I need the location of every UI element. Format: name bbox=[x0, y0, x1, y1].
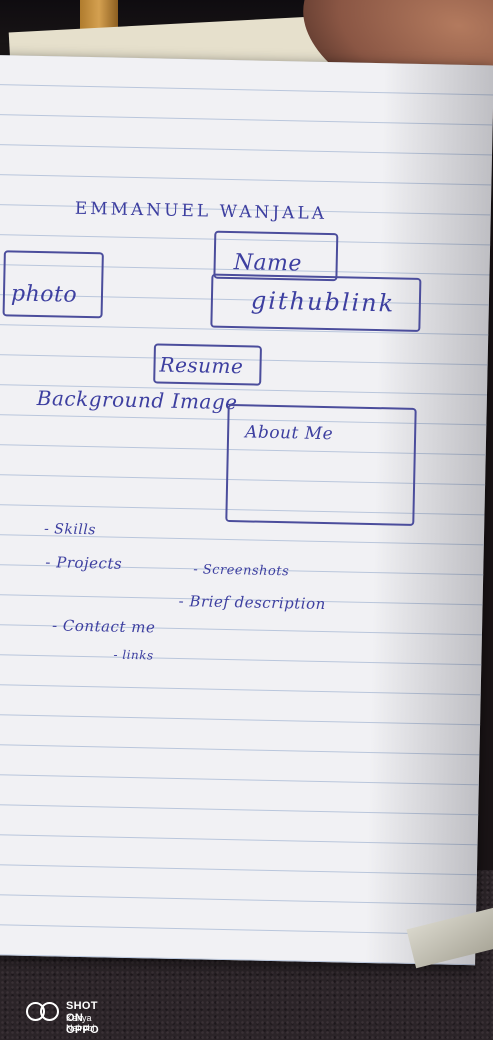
contact-item: - Contact me bbox=[51, 616, 156, 637]
resume-label: Resume bbox=[159, 352, 244, 379]
sketch-title: EMMANUEL WANJALA bbox=[74, 198, 328, 225]
projects-item: - Projects bbox=[45, 553, 123, 573]
photo-label: photo bbox=[10, 281, 78, 308]
notebook-page: EMMANUEL WANJALA Name photo githublink R… bbox=[0, 55, 493, 966]
about-label: About Me bbox=[244, 422, 334, 445]
watermark-line1: SHOT ON OPPO bbox=[66, 1000, 99, 1036]
background-image-note: Background Image bbox=[36, 385, 238, 415]
skills-item: - Skills bbox=[43, 521, 97, 539]
github-label: githublink bbox=[250, 286, 396, 318]
screenshots-item: - Screenshots bbox=[193, 562, 290, 580]
watermark-line2: Kenya Nairobi bbox=[66, 1013, 95, 1033]
brief-description-item: - Brief description bbox=[178, 591, 326, 614]
links-item: - links bbox=[113, 647, 154, 663]
oppo-logo-icon bbox=[26, 1002, 60, 1021]
name-label: Name bbox=[233, 250, 303, 277]
